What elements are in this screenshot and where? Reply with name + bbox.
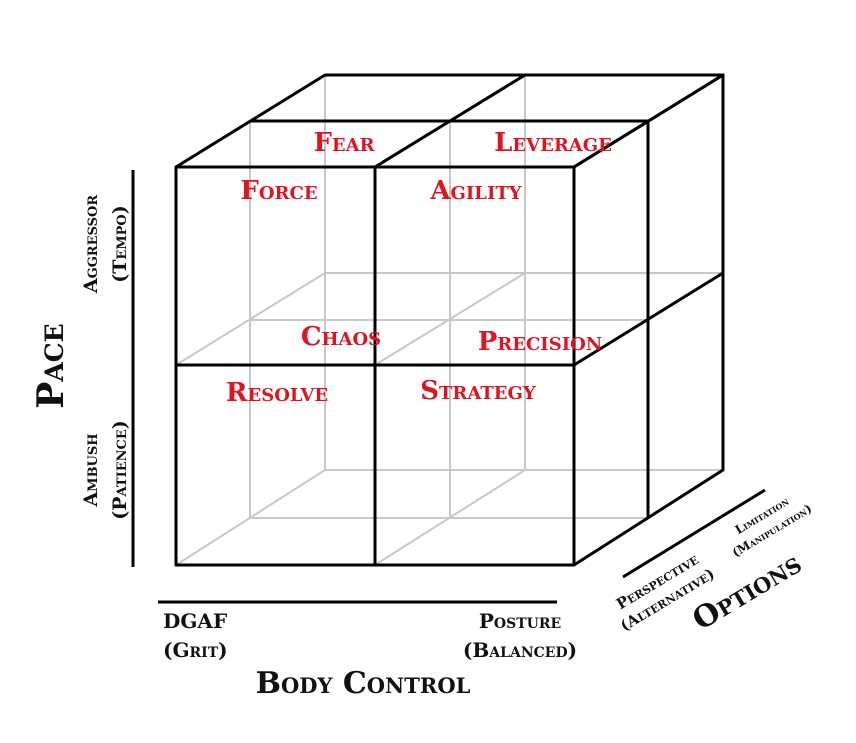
ambush-label: Ambush bbox=[80, 433, 102, 507]
depth-center-bottom bbox=[374, 469, 526, 566]
posture-label: Posture bbox=[479, 609, 561, 633]
aggressor-label: Aggressor bbox=[80, 195, 102, 294]
depth-left-bottom bbox=[175, 469, 326, 566]
depth-center-middle bbox=[374, 272, 526, 366]
body-control-axis-title: Body Control bbox=[256, 666, 471, 701]
cell-label-agility: Agility bbox=[429, 176, 522, 206]
cell-label-chaos: Chaos bbox=[301, 322, 381, 352]
right-face bbox=[572, 73, 725, 567]
cell-label-resolve: Resolve bbox=[226, 378, 328, 408]
body-control-axis-labels: DGAF (Grit) Posture (Balanced) Body Cont… bbox=[163, 609, 577, 701]
options-axis-title: Options bbox=[687, 546, 808, 638]
depth-left-middle bbox=[175, 272, 326, 366]
balanced-label: (Balanced) bbox=[463, 638, 577, 662]
pace-axis-title: Pace bbox=[30, 323, 72, 408]
cell-labels: Fear Leverage Force Agility Chaos Precis… bbox=[226, 128, 612, 408]
tempo-label: (Tempo) bbox=[109, 205, 131, 283]
cell-label-precision: Precision bbox=[478, 327, 603, 357]
right-height-divider bbox=[573, 271, 724, 367]
axis-lines bbox=[131, 170, 766, 604]
cell-label-fear: Fear bbox=[313, 128, 375, 158]
cell-label-strategy: Strategy bbox=[420, 376, 537, 406]
hidden-edges bbox=[175, 75, 723, 566]
cell-label-force: Force bbox=[240, 176, 317, 206]
dgaf-label: DGAF bbox=[163, 609, 227, 633]
pace-axis-labels: Pace Aggressor (Tempo) Ambush (Patience) bbox=[30, 195, 131, 520]
options-axis-line bbox=[622, 488, 766, 579]
cell-label-leverage: Leverage bbox=[494, 128, 612, 158]
patience-label: (Patience) bbox=[109, 420, 131, 519]
grit-label: (Grit) bbox=[163, 638, 228, 662]
visible-edges bbox=[174, 73, 725, 567]
